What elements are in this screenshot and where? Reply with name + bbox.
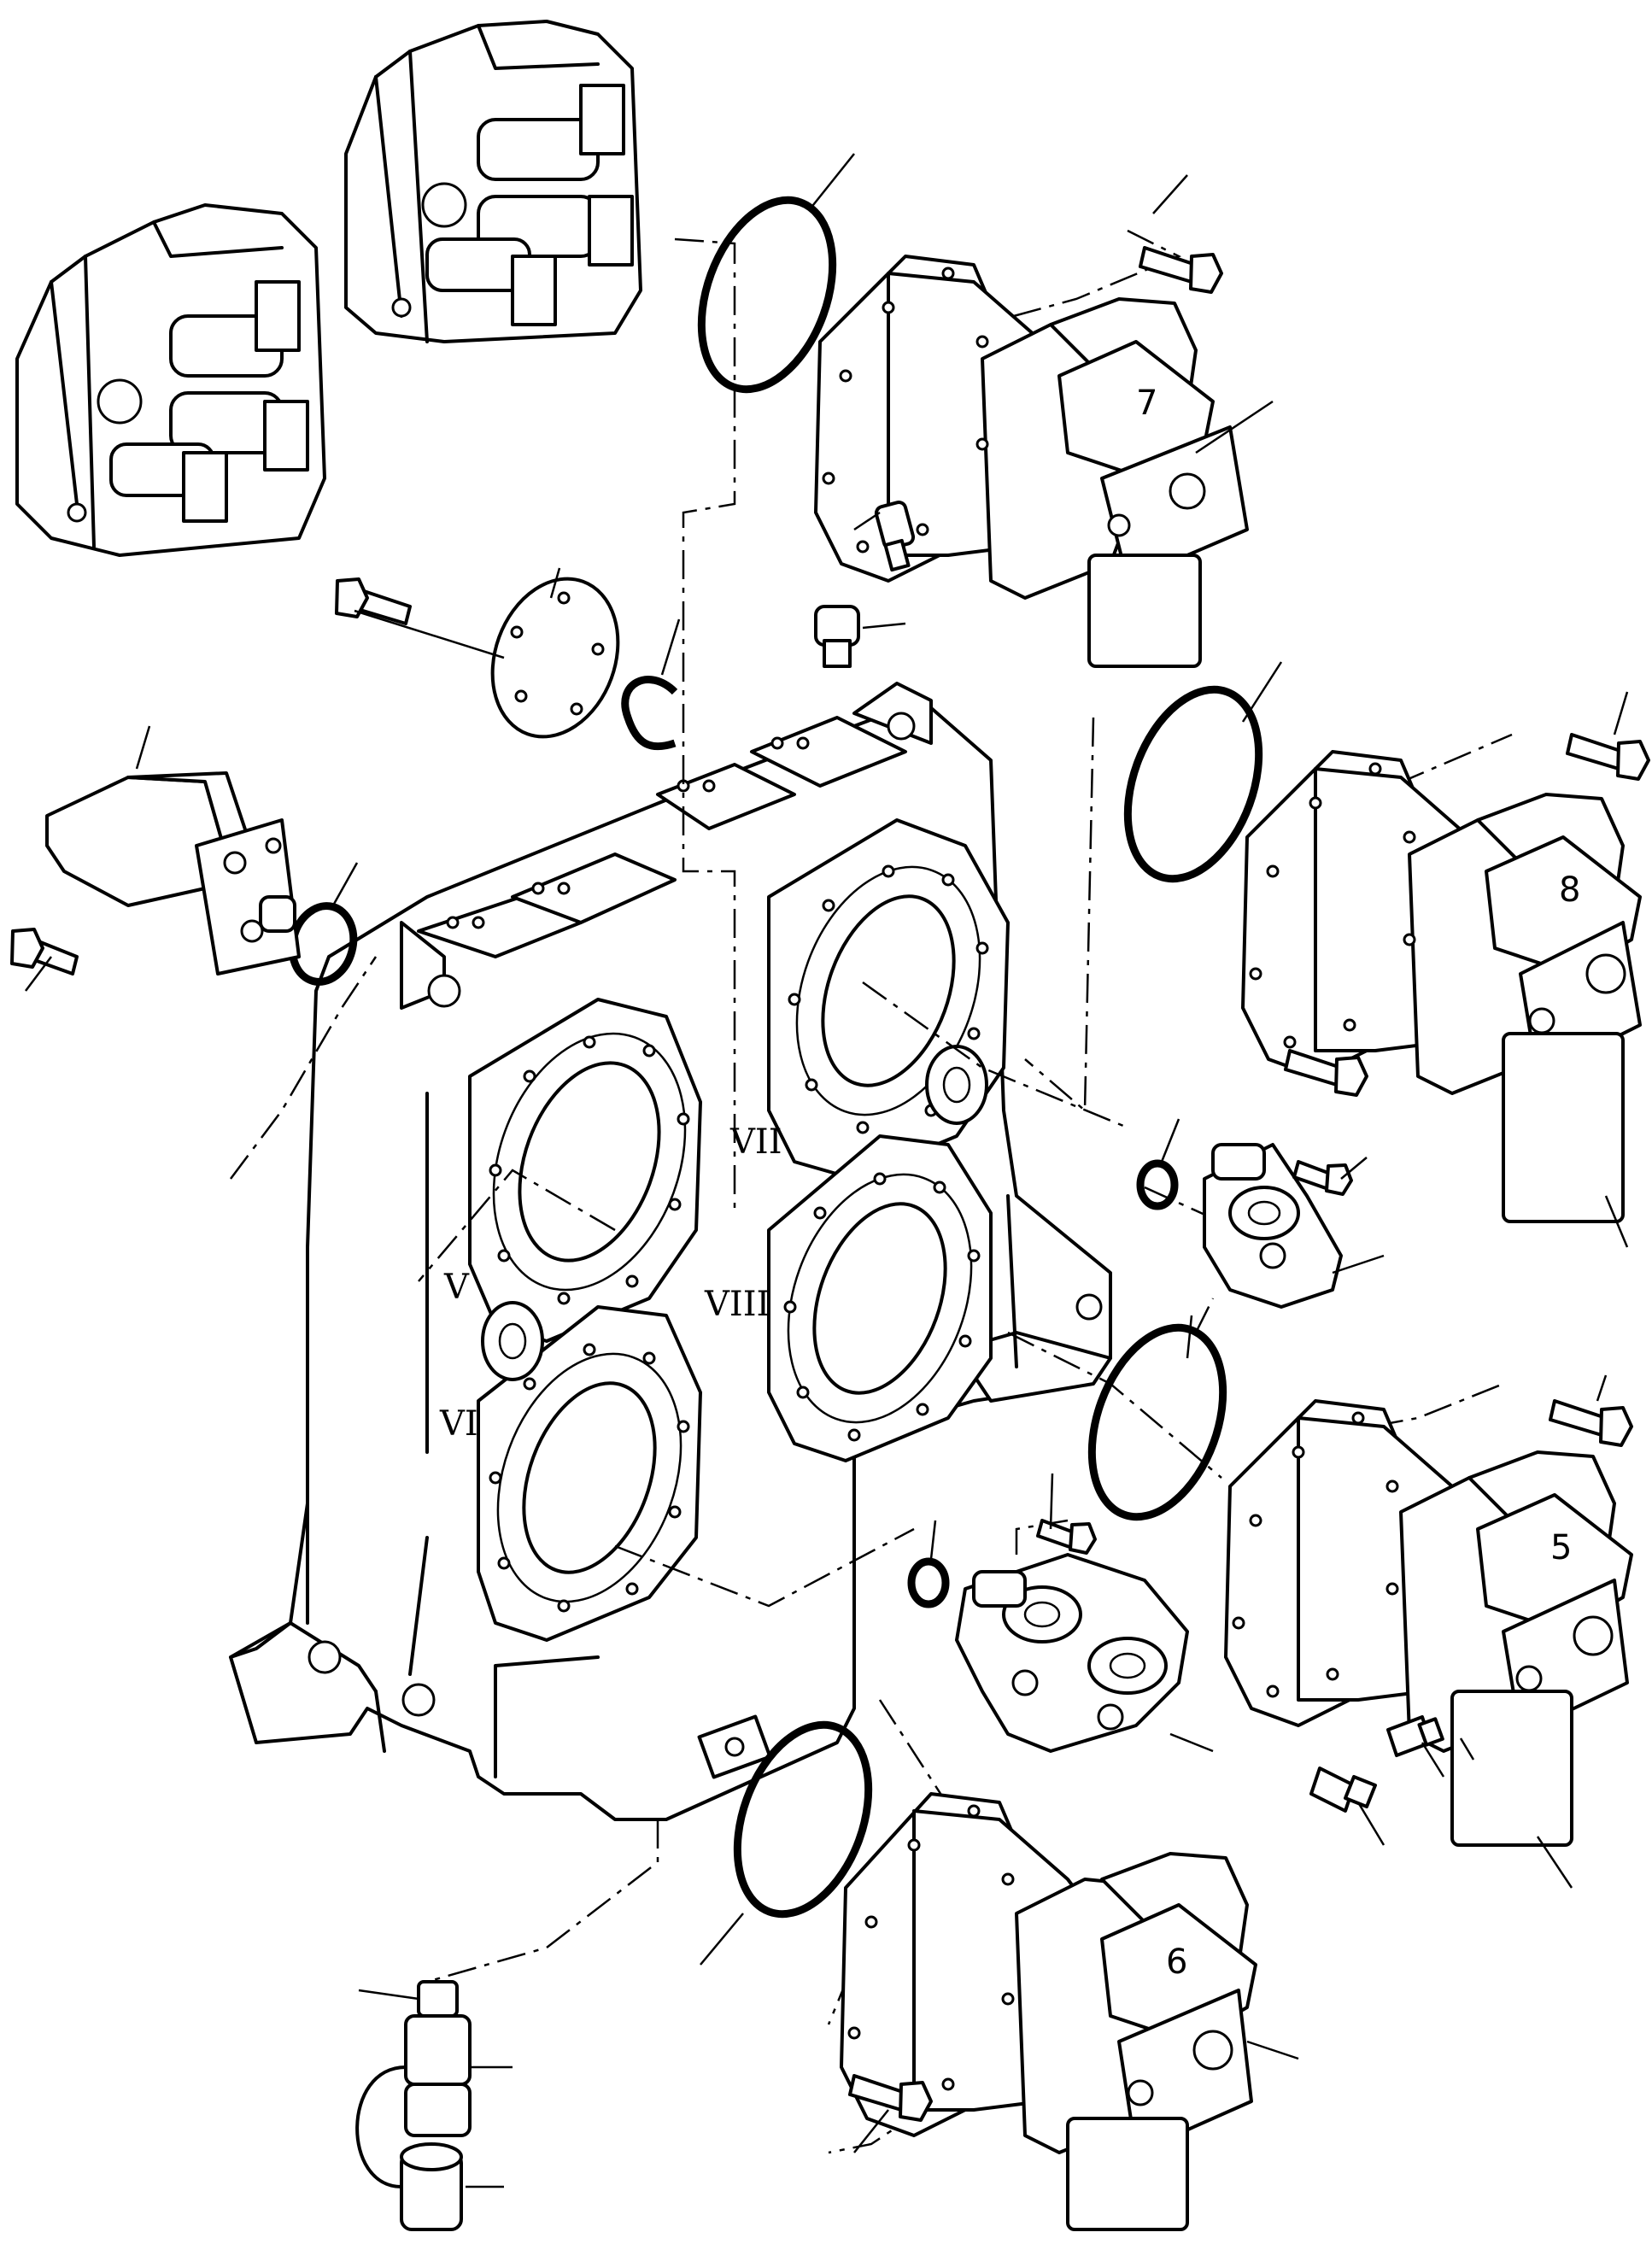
plug-center-top [814,605,860,668]
bolts [10,246,1650,2122]
bolt-top-right [1139,246,1223,294]
motor-number-6: 6 [1166,1942,1187,1982]
bore-v [468,998,702,1343]
bolt-bottom-center [848,2074,933,2122]
bolt-pump-lower [1036,1519,1097,1555]
callout-leader-lines [25,153,1629,2188]
quick-coupling [355,1980,472,2231]
bore-viii [767,1134,993,1462]
bolt-middle-right [1566,733,1650,781]
motor-number-5: 5 [1550,1528,1572,1567]
label-viii: VIII [704,1285,770,1324]
pump-unit-upper [1203,1143,1343,1309]
label-v: V [443,1268,470,1307]
bolt-pump-upper [1292,1160,1353,1196]
pump-unit-lower [955,1553,1189,1753]
label-vii: VII [729,1122,782,1162]
motor-unit-5: 5 [1224,1399,1633,1847]
bolt-cover-plate [335,577,412,625]
motor-unit-7: 7 [814,255,1249,668]
motor-number-7: 7 [1136,384,1157,423]
reference-gearbox-view-2 [344,20,642,343]
label-vi: VI [439,1404,478,1444]
fitting-motor-7 [874,500,916,572]
housing-small-flanges [481,1045,988,1779]
motor-unit-6: 6 [840,1792,1257,2231]
bolt-below-8 [1284,1049,1368,1097]
cover-plate [490,577,620,739]
motor-unit-8: 8 [1241,750,1642,1223]
fitting-pair-lower-right [1309,1715,1444,1813]
bolt-lower-right [1549,1399,1633,1447]
bolt-motor-left [10,928,79,976]
reference-gearbox-view-1 [15,203,326,557]
motor-number-8: 8 [1559,870,1580,910]
hydraulic-motor-left [45,771,301,976]
